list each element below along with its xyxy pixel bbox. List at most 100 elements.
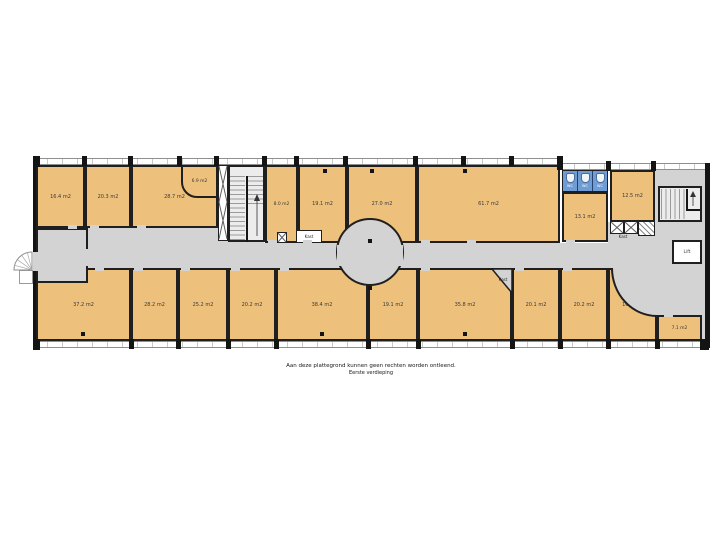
column-dot	[463, 332, 467, 336]
door-gap	[421, 240, 430, 244]
window-band-bottom	[33, 341, 710, 348]
pier	[651, 161, 656, 171]
room-area-label: 16.4 m2	[50, 193, 71, 200]
pier	[33, 339, 40, 350]
room-area-label: 25.2 m2	[192, 301, 214, 308]
kast-label: Kast	[304, 234, 314, 239]
door-gap	[563, 267, 572, 271]
shaft-small	[277, 232, 287, 243]
pier	[655, 339, 660, 349]
wc-stall: WC	[578, 171, 593, 191]
room-top-10: 12.5 m2	[610, 170, 655, 222]
door-gap	[664, 314, 673, 317]
door-gap	[231, 267, 240, 271]
wc-label: WC	[582, 184, 588, 188]
door-gap	[352, 240, 361, 244]
pier	[129, 339, 134, 349]
corridor-main	[264, 243, 655, 268]
room-area-label: 20.2 m2	[241, 301, 263, 308]
room-top-5: 8.0 m2	[265, 165, 298, 243]
entrance-vestibule	[36, 228, 88, 283]
stairs-right-wall-v	[686, 189, 688, 211]
pier	[177, 156, 182, 166]
lift: Lift	[672, 240, 702, 264]
shaft-left	[218, 165, 228, 241]
room-area-label: 13.1 m2	[574, 214, 596, 220]
column-dot	[368, 286, 372, 290]
toilet-icon	[595, 173, 605, 183]
room-bottom-9: 20.2 m2	[560, 268, 608, 341]
room-area-label: 6.9 m2	[191, 179, 208, 184]
pier	[461, 156, 466, 166]
pier	[700, 339, 709, 350]
room-area-label: 37.2 m2	[73, 301, 94, 308]
pier	[33, 156, 40, 167]
window-band-top-right	[560, 163, 710, 170]
room-top-2: 20.3 m2	[85, 165, 131, 228]
entrance-door-swing-icon	[13, 251, 33, 271]
room-area-label: 20.1 m2	[525, 301, 547, 308]
room-bottom-10: 16.3 m2	[608, 268, 657, 341]
room-bottom-3: 25.2 m2	[178, 268, 228, 341]
room-bottom-4: 20.2 m2	[228, 268, 276, 341]
room-area-label: 28.2 m2	[144, 301, 165, 308]
room-bottom-5: 38.4 m2	[276, 268, 368, 341]
door-gap	[68, 225, 77, 229]
room-area-label: 19.1 m2	[312, 201, 333, 207]
stairs-right-treads	[661, 189, 685, 219]
lift-label: Lift	[683, 249, 691, 255]
room-bottom-2: 28.2 m2	[131, 268, 178, 341]
room-area-label: 8.0 m2	[273, 201, 290, 207]
room-area-label: 61.7 m2	[478, 201, 499, 207]
caption-line-1: Aan deze plattegrond kunnen geen rechten…	[286, 363, 456, 369]
room-bottom-11: 7.1 m2	[657, 315, 702, 341]
door-gap-vestibule	[85, 249, 89, 266]
door-gap-entrance	[33, 252, 38, 271]
kast-box	[624, 221, 638, 234]
pier	[606, 339, 611, 349]
room-area-label: 7.1 m2	[671, 325, 688, 331]
column-dot	[320, 332, 324, 336]
pier	[366, 339, 371, 349]
caption: Aan deze plattegrond kunnen geen rechten…	[231, 363, 511, 377]
shaft-hatched	[638, 221, 655, 236]
pier	[606, 161, 611, 171]
room-top-8: 61.7 m2	[417, 165, 560, 243]
pier	[176, 339, 181, 349]
wc-stall: WC	[593, 171, 607, 191]
door-gap	[515, 267, 524, 271]
door-swing-hatch	[14, 252, 33, 271]
pier	[294, 156, 299, 166]
caption-line-2: Eerste verdieping	[348, 370, 394, 377]
door-gap	[566, 240, 575, 244]
room-area-label: 27.0 m2	[371, 201, 393, 207]
kast-label: Kast	[618, 234, 628, 239]
room-bottom-8: 20.1 m2	[512, 268, 560, 341]
room-area-label: 20.2 m2	[573, 301, 595, 308]
toilet-icon	[565, 173, 575, 183]
pier	[128, 156, 133, 166]
wc-block: WC WC WC	[562, 170, 608, 192]
pier	[262, 156, 267, 166]
room-area-label: 12.5 m2	[622, 193, 643, 199]
kast-label: Kast	[498, 277, 508, 282]
pier	[82, 156, 87, 166]
room-area-label: 20.3 m2	[97, 193, 119, 200]
column-dot	[368, 239, 372, 243]
pier	[509, 156, 514, 166]
room-top-4: 6.9 m2	[181, 165, 218, 198]
toilet-icon	[580, 173, 590, 183]
pier	[413, 156, 418, 166]
door-gap	[95, 267, 104, 271]
stairs-right-wall-h	[686, 209, 700, 211]
column-dot	[323, 169, 327, 173]
door-gap	[280, 267, 289, 271]
room-area-label: 19.1 m2	[382, 301, 404, 308]
room-area-label: 38.4 m2	[311, 301, 333, 308]
pier	[343, 156, 348, 166]
room-bottom-6: 19.1 m2	[368, 268, 418, 341]
exterior-wall-right	[705, 163, 710, 348]
pier	[558, 339, 563, 349]
entrance-step	[19, 270, 33, 284]
